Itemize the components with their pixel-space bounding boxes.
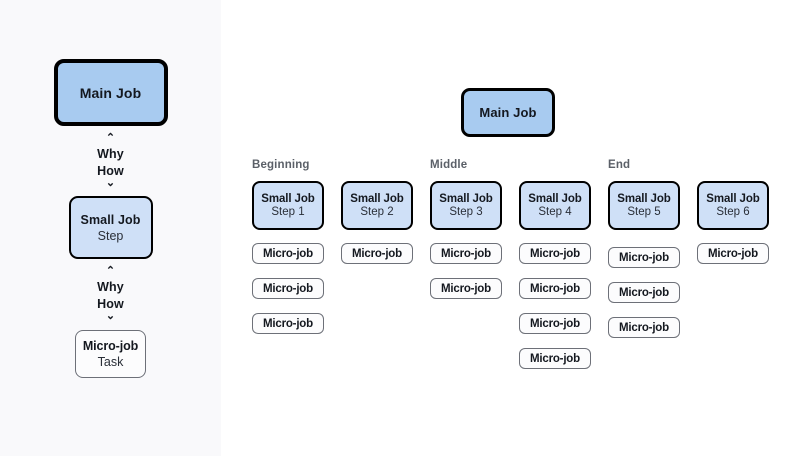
legend-connector-bottom: ⌃ Why How ⌄	[97, 259, 124, 322]
legend-connector-top: ⌃ Why How ⌄	[97, 126, 124, 189]
legend-small-job-label: Small Job	[80, 212, 141, 227]
small-job-step-label: Step 6	[716, 206, 750, 218]
small-job-label: Small Job	[261, 193, 315, 205]
chevron-up-icon: ⌃	[105, 265, 116, 277]
legend-why-label: Why	[97, 147, 124, 161]
small-job-step-label: Step 2	[360, 206, 394, 218]
main-job-label: Main Job	[479, 105, 537, 120]
small-job-step-label: Step 1	[271, 206, 305, 218]
micro-job-node[interactable]: Micro-job	[430, 243, 502, 264]
chevron-down-icon: ⌄	[105, 177, 116, 189]
micro-job-node[interactable]: Micro-job	[519, 243, 591, 264]
micro-job-node[interactable]: Micro-job	[430, 278, 502, 299]
micro-job-node[interactable]: Micro-job	[519, 278, 591, 299]
micro-job-node[interactable]: Micro-job	[252, 278, 324, 299]
small-job-step-label: Step 5	[627, 206, 661, 218]
legend-micro-job-node: Micro-job Task	[75, 330, 146, 378]
small-job-step-label: Step 4	[538, 206, 572, 218]
small-job-label: Small Job	[350, 193, 404, 205]
chevron-down-icon: ⌄	[105, 310, 116, 322]
legend-small-job-sublabel: Step	[97, 228, 124, 243]
micro-job-list: Micro-job	[341, 243, 413, 278]
legend-main-job-node: Main Job	[53, 59, 168, 126]
small-job-label: Small Job	[439, 193, 493, 205]
legend-how-label: How	[97, 163, 124, 178]
micro-job-node[interactable]: Micro-job	[341, 243, 413, 264]
small-job-label: Small Job	[617, 193, 671, 205]
small-job-step-label: Step 3	[449, 206, 483, 218]
micro-job-node[interactable]: Micro-job	[697, 243, 769, 264]
micro-job-node[interactable]: Micro-job	[608, 282, 680, 303]
chevron-up-icon: ⌃	[105, 132, 116, 144]
phase-label: End	[608, 159, 631, 171]
legend-main-job-label: Main Job	[79, 84, 142, 101]
legend-why-label: Why	[97, 280, 124, 294]
micro-job-node[interactable]: Micro-job	[608, 317, 680, 338]
legend-small-job-node: Small Job Step	[68, 196, 153, 259]
phase-label: Middle	[430, 159, 468, 171]
micro-job-node[interactable]: Micro-job	[252, 243, 324, 264]
legend-stack: Main Job ⌃ Why How ⌄ Small Job Step ⌃ Wh…	[0, 0, 221, 378]
legend-sidebar: Main Job ⌃ Why How ⌄ Small Job Step ⌃ Wh…	[0, 0, 221, 456]
micro-job-node[interactable]: Micro-job	[519, 313, 591, 334]
micro-job-node[interactable]: Micro-job	[608, 247, 680, 268]
legend-how-label: How	[97, 296, 124, 311]
micro-job-node[interactable]: Micro-job	[519, 348, 591, 369]
legend-micro-job-sublabel: Task	[97, 355, 124, 369]
micro-job-node[interactable]: Micro-job	[252, 313, 324, 334]
small-job-label: Small Job	[528, 193, 582, 205]
phase-label: Beginning	[252, 159, 310, 171]
micro-job-list: Micro-job	[697, 243, 769, 278]
main-job-node[interactable]: Main Job	[461, 88, 555, 137]
small-job-label: Small Job	[706, 193, 760, 205]
legend-micro-job-label: Micro-job	[82, 339, 139, 353]
